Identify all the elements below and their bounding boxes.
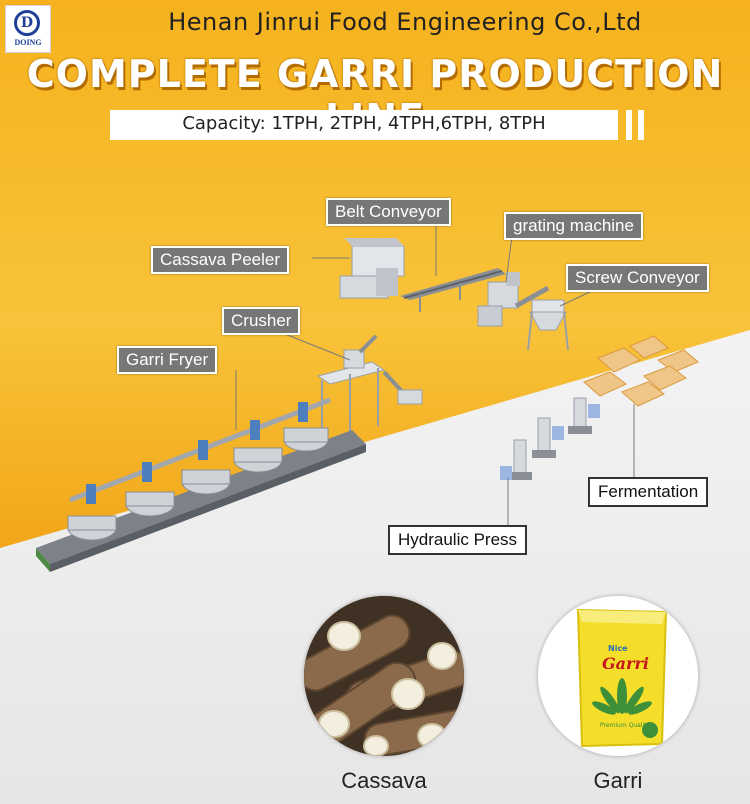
cassava-label: Cassava	[341, 768, 427, 793]
bag-quality-text: Premium Quality	[600, 722, 651, 729]
garri-bag-icon	[538, 596, 698, 756]
bag-brand-text: Garri	[602, 654, 649, 673]
logo-icon: D	[14, 10, 40, 36]
crusher-label: Crusher	[222, 307, 301, 335]
capacity-text: Capacity: 1TPH, 2TPH, 4TPH,6TPH, 8TPH	[182, 113, 546, 134]
fermentation-label: Fermentation	[588, 477, 709, 507]
cassava-peeler-label: Cassava Peeler	[151, 246, 290, 274]
company-name: Henan Jinrui Food Engineering Co.,Ltd	[168, 8, 642, 36]
cassava-roots-icon	[304, 596, 464, 756]
company-logo: D DOING	[5, 5, 51, 53]
hydraulic-press-label: Hydraulic Press	[388, 525, 528, 555]
cassava-peeler-machine	[339, 238, 405, 299]
garri-label: Garri	[593, 768, 643, 793]
bag-tag-text: Nice	[608, 644, 628, 653]
capacity-bar: Capacity: 1TPH, 2TPH, 4TPH,6TPH, 8TPH	[110, 110, 618, 140]
garri-fryer-machines	[36, 397, 366, 572]
crusher-machine	[316, 334, 423, 438]
cassava-image	[304, 596, 464, 756]
screw-conveyor-label: Screw Conveyor	[566, 264, 709, 292]
grating-machine	[477, 272, 520, 327]
screw-conveyor-machine	[514, 285, 569, 351]
belt-conveyor-label: Belt Conveyor	[326, 198, 451, 226]
leader-lines	[235, 222, 635, 528]
grating-machine-label: grating machine	[504, 212, 643, 240]
logo-text: DOING	[14, 38, 42, 47]
garri-bag-image: Nice Garri Premium Quality	[538, 596, 698, 756]
hydraulic-press-machines	[500, 397, 600, 480]
garri-fryer-label: Garri Fryer	[117, 346, 218, 374]
belt-conveyor-machine	[400, 268, 506, 312]
capacity-stripe	[638, 110, 644, 140]
capacity-stripe	[626, 110, 632, 140]
fermentation-trays	[583, 335, 699, 407]
